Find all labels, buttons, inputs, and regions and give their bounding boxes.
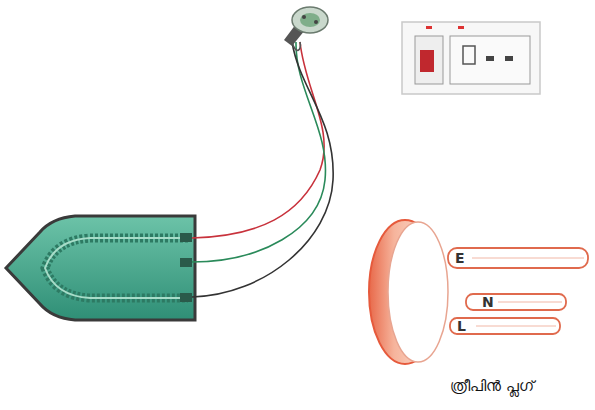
wall-socket — [402, 22, 540, 94]
pin-label: E — [454, 251, 466, 265]
plug-top — [284, 7, 328, 46]
cable-wires — [192, 42, 333, 297]
pin-label: N — [481, 295, 495, 309]
three-pin-plug — [369, 220, 588, 364]
figure-caption: ത്രീപിൻ പ്ലഗ് — [450, 379, 534, 394]
electric-iron — [6, 216, 195, 320]
pin-label: L — [456, 319, 467, 333]
